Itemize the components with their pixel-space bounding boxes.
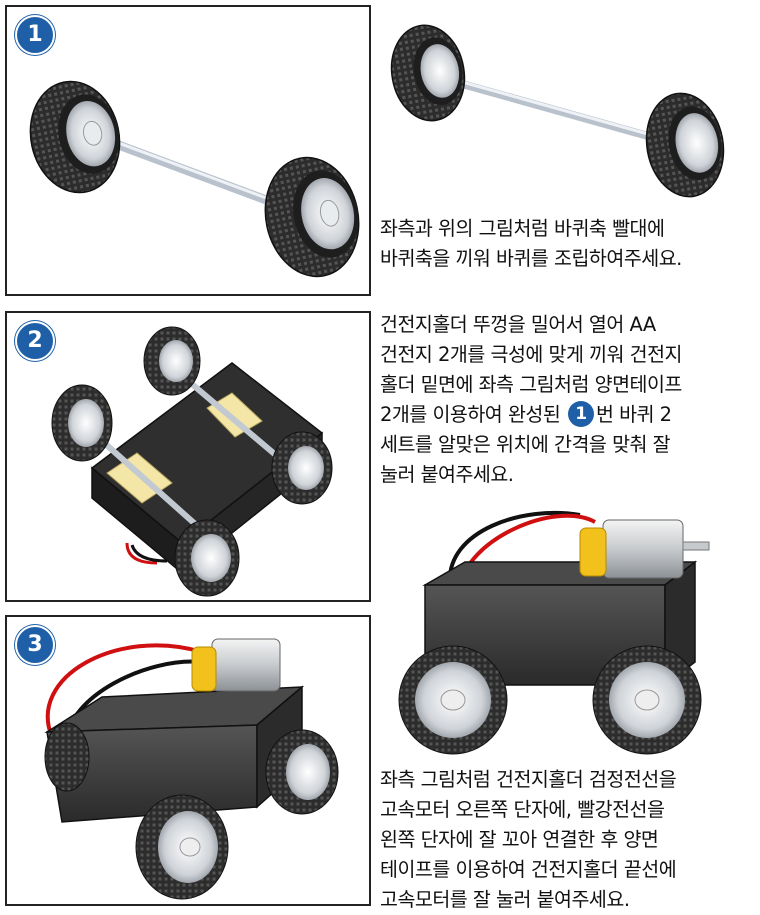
wheel-icon [398, 645, 508, 755]
text-line: 건전지홀더 뚜껑을 밀어서 열어 AA [380, 313, 656, 336]
wheel-icon [51, 384, 113, 462]
wheel-icon [29, 80, 121, 194]
motor-wiring-illustration [44, 638, 339, 900]
step-1-instructions: 좌측과 위의 그림처럼 바퀴축 빨대에 바퀴축을 끼워 바퀴를 조립하여주세요. [380, 214, 755, 274]
wheel-icon [174, 519, 240, 597]
wheel-icon [135, 794, 229, 900]
text-line: 2개를 이용하여 완성된 [380, 403, 561, 426]
tape-icon [206, 392, 263, 438]
step-1-badge: 1 [15, 15, 55, 55]
text-line: 세트를 알맞은 위치에 간격을 맞춰 잘 [380, 433, 671, 456]
step-1-illustration-panel: 1 [5, 5, 371, 296]
wheel-icon [390, 24, 466, 122]
step-3-badge: 3 [15, 625, 55, 665]
text-line: 왼쪽 단자에 잘 꼬아 연결한 후 양면 [380, 828, 659, 851]
motor-icon [602, 519, 684, 579]
step-3-illustration-panel: 3 [5, 615, 371, 906]
battery-holder-underside-illustration [51, 326, 333, 597]
text-line: 고속모터를 잘 눌러 붙여주세요. [380, 888, 630, 911]
step-2-instructions: 건전지홀더 뚜껑을 밀어서 열어 AA 건전지 2개를 극성에 맞게 끼워 건전… [380, 310, 758, 490]
text-line: 테이프를 이용하여 건전지홀더 끝선에 [380, 858, 677, 881]
step-1-reference-badge: 1 [567, 401, 594, 427]
wheel-icon [592, 645, 702, 755]
text-line: 눌러 붙여주세요. [380, 463, 514, 486]
assembled-car-illustration [398, 510, 710, 755]
text-line: 홀더 밑면에 좌측 그림처럼 양면테이프 [380, 373, 682, 396]
wheel-icon [143, 326, 201, 396]
text-line: 고속모터 오른쪽 단자에, 빨강전선을 [380, 798, 665, 821]
text-line: 바퀴축을 끼워 바퀴를 조립하여주세요. [380, 247, 682, 270]
wheel-icon [44, 722, 90, 792]
wheel-icon [265, 729, 339, 815]
wheel-icon [645, 92, 725, 198]
step-2-badge: 2 [15, 321, 55, 361]
wheel-icon [271, 431, 333, 505]
wheel-axle-angled-illustration [390, 24, 725, 198]
text-line: 건전지 2개를 극성에 맞게 끼워 건전지 [380, 343, 683, 366]
text-line: 좌측 그림처럼 건전지홀더 검정전선을 [380, 768, 677, 791]
step-3-instructions: 좌측 그림처럼 건전지홀더 검정전선을 고속모터 오른쪽 단자에, 빨강전선을 … [380, 765, 758, 915]
wheel-axle-illustration [29, 80, 360, 278]
motor-icon [211, 638, 281, 692]
text-line: 좌측과 위의 그림처럼 바퀴축 빨대에 [380, 217, 665, 240]
text-line: 번 바퀴 2 [595, 403, 672, 426]
wheel-icon [264, 156, 360, 278]
step-2-illustration-panel: 2 [5, 311, 371, 602]
